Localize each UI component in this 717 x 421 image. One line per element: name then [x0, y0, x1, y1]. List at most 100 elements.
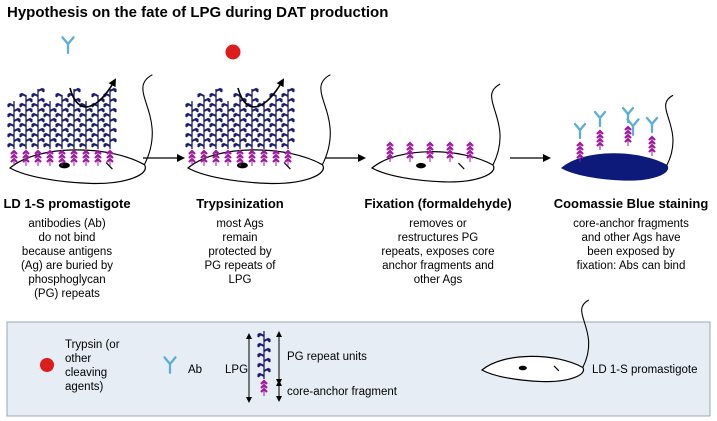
- figure-title: Hypothesis on the fate of LPG during DAT…: [7, 4, 388, 21]
- desc-line: LPG: [228, 274, 251, 286]
- pg-sugar: [67, 93, 71, 97]
- pg-sugar: [219, 88, 223, 92]
- pg-sugar: [267, 138, 271, 142]
- flagellum: [142, 74, 153, 165]
- pg-sugar: [19, 103, 23, 107]
- pg-sugar: [221, 113, 225, 117]
- legend-trypsin-line: cleaving: [65, 367, 107, 379]
- removal-arrow-1: [69, 78, 116, 108]
- desc-line: most Ags: [216, 218, 264, 230]
- pg-sugar: [209, 143, 213, 147]
- antibody: [163, 356, 177, 374]
- pg-sugar: [233, 103, 237, 107]
- pg-sugar: [91, 113, 95, 117]
- pg-sugar: [55, 93, 59, 97]
- pg-sugar: [207, 108, 211, 112]
- pg-sugar: [89, 128, 93, 132]
- pg-sugar: [207, 118, 211, 122]
- pg-sugar: [219, 118, 223, 122]
- pg-sugar: [281, 143, 285, 147]
- pg-sugar: [79, 133, 83, 137]
- pg-sugar: [267, 348, 271, 352]
- pg-sugar: [65, 118, 69, 122]
- pg-sugar: [231, 108, 235, 112]
- pg-sugar: [257, 113, 261, 117]
- pg-sugar: [7, 103, 11, 107]
- pg-sugar: [269, 143, 273, 147]
- removal-arrow-2: [237, 78, 284, 108]
- pg-sugar: [65, 128, 69, 132]
- pg-sugar: [113, 118, 117, 122]
- legend-trypsin-line: other: [65, 353, 91, 365]
- pg-sugar: [103, 143, 107, 147]
- legend-lpg-label: LPG: [225, 364, 248, 376]
- pg-sugar: [197, 113, 201, 117]
- pg-sugar: [29, 98, 33, 102]
- pg-sugar: [91, 133, 95, 137]
- flagellum: [320, 74, 331, 165]
- pg-sugar: [41, 128, 45, 132]
- cell-body: [186, 149, 324, 185]
- pg-sugar: [185, 123, 189, 127]
- legend-core-label: core-anchor fragment: [287, 386, 398, 398]
- pg-sugar: [31, 103, 35, 107]
- pg-sugar: [221, 123, 225, 127]
- pg-sugar: [269, 123, 273, 127]
- pg-sugar: [41, 98, 45, 102]
- desc-line: been exposed by: [587, 246, 675, 258]
- pg-sugar: [29, 128, 33, 132]
- pg-sugar: [279, 118, 283, 122]
- pg-sugar: [233, 143, 237, 147]
- pg-sugar: [219, 108, 223, 112]
- pg-sugar: [209, 123, 213, 127]
- pg-sugar: [77, 138, 81, 142]
- pg-sugar: [245, 143, 249, 147]
- cell-body: [370, 151, 495, 183]
- pg-sugar: [185, 143, 189, 147]
- trypsin-particle: [225, 44, 241, 60]
- pg-sugar: [209, 113, 213, 117]
- pg-sugar: [31, 113, 35, 117]
- pg-sugar: [231, 138, 235, 142]
- pg-sugar: [67, 103, 71, 107]
- pg-sugar: [197, 103, 201, 107]
- promastigote-icon: [480, 299, 590, 383]
- pg-sugar: [255, 108, 259, 112]
- pg-sugar: [281, 103, 285, 107]
- pg-sugar: [43, 133, 47, 137]
- legend-pg-label: PG repeat units: [287, 351, 367, 363]
- pg-sugar: [207, 138, 211, 142]
- pg-sugar: [17, 108, 21, 112]
- pg-sugar: [77, 88, 81, 92]
- desc-line: restructures PG: [398, 232, 479, 244]
- pg-sugar: [77, 118, 81, 122]
- pg-sugar: [29, 108, 33, 112]
- pg-sugar: [243, 108, 247, 112]
- kinetoplast: [105, 162, 113, 170]
- pg-sugar: [55, 123, 59, 127]
- stage-title-4: Coomassie Blue staining: [554, 196, 709, 211]
- pg-sugar: [281, 123, 285, 127]
- pg-sugar: [79, 143, 83, 147]
- pg-sugar: [221, 133, 225, 137]
- pg-sugar: [41, 88, 45, 92]
- pg-sugar: [243, 128, 247, 132]
- pg-sugar: [245, 133, 249, 137]
- flagellum: [491, 83, 501, 166]
- pg-sugar: [89, 108, 93, 112]
- pg-sugar: [91, 123, 95, 127]
- desc-line: (PG) repeats: [34, 288, 100, 300]
- pg-sugar: [257, 353, 261, 357]
- pg-sugar: [103, 113, 107, 117]
- pg-sugar: [257, 363, 261, 367]
- stage-title-2: Trypsinization: [196, 196, 283, 211]
- pg-sugar: [245, 113, 249, 117]
- stage-desc-1: antibodies (Ab) do not bind because anti…: [21, 218, 113, 300]
- desc-line: repeats, exposes core: [381, 246, 494, 258]
- pg-sugar: [31, 143, 35, 147]
- pg-sugar: [43, 103, 47, 107]
- pg-sugar: [65, 98, 69, 102]
- pg-sugar: [233, 113, 237, 117]
- pg-sugar: [291, 138, 295, 142]
- trypsin-icon: [40, 358, 54, 372]
